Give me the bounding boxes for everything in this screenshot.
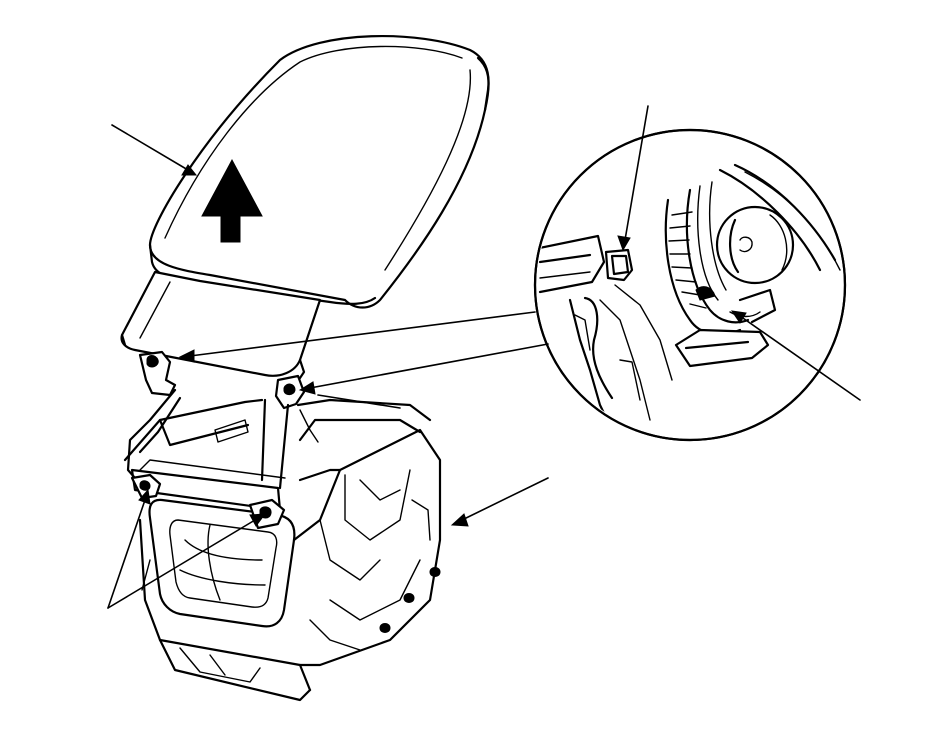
- console-box: [123, 388, 442, 702]
- lid-hinge-bracket: [120, 270, 322, 410]
- removal-direction-arrow: [201, 158, 263, 243]
- callout-leader-lines: [107, 105, 861, 609]
- detail-magnifier-circle: [533, 128, 847, 442]
- armrest-lid: [148, 34, 490, 309]
